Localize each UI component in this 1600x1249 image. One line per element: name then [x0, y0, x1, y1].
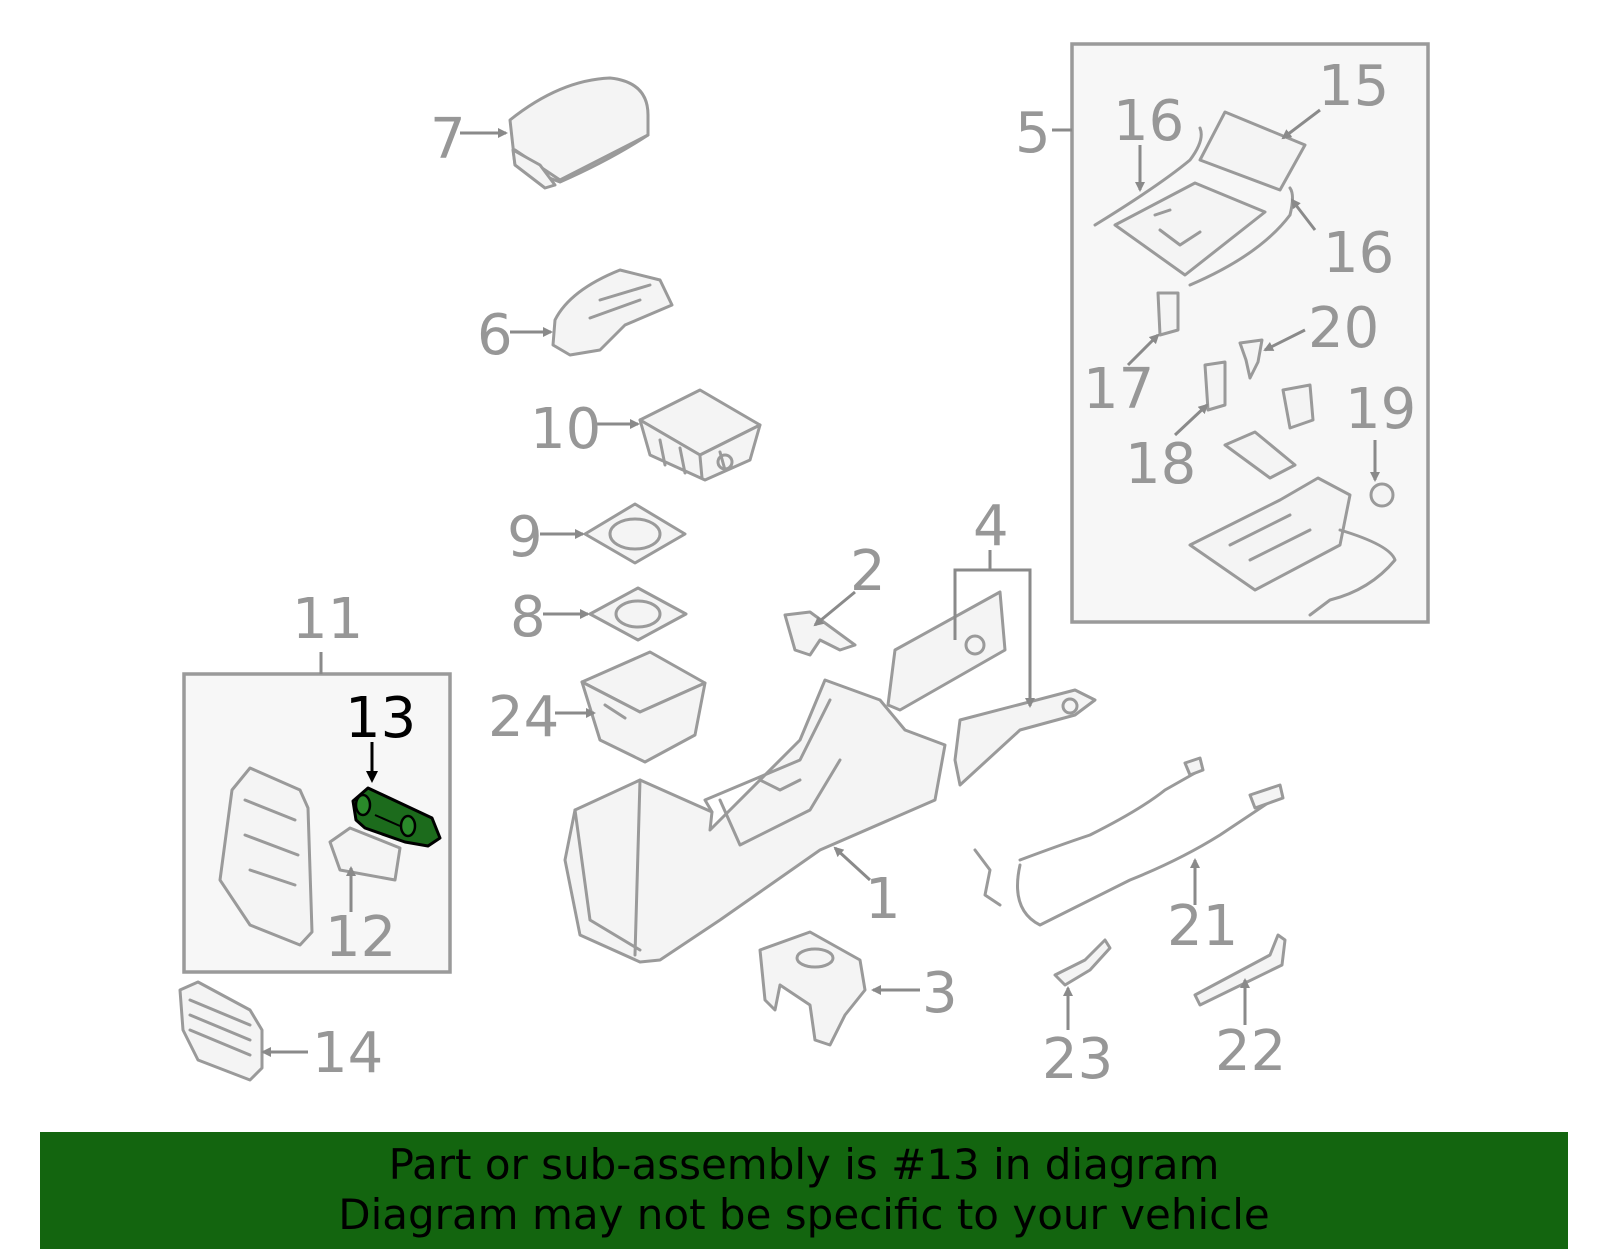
- part-14-panel[interactable]: [178, 980, 308, 1082]
- part-11-bezel[interactable]: [218, 766, 314, 947]
- part-4-side-panels[interactable]: [886, 550, 1097, 787]
- info-banner: Part or sub-assembly is #13 in diagram D…: [40, 1132, 1568, 1249]
- callout-12: 12: [325, 905, 396, 970]
- callout-9: 9: [507, 505, 543, 570]
- callout-6: 6: [477, 303, 513, 368]
- callout-8: 8: [510, 585, 546, 650]
- part-8-mat[interactable]: [543, 586, 688, 642]
- callout-16-top: 16: [1113, 89, 1184, 154]
- part-9-mat[interactable]: [540, 502, 687, 565]
- callout-1: 1: [865, 867, 901, 932]
- part-3-bracket[interactable]: [758, 930, 920, 1047]
- part-16-strip-left[interactable]: [1093, 126, 1203, 227]
- part-24-bin[interactable]: [555, 650, 707, 764]
- part-23-bracket[interactable]: [1053, 938, 1112, 1030]
- part-7-armrest-lid[interactable]: [460, 76, 650, 190]
- part-20-knob[interactable]: [1238, 328, 1306, 380]
- callout-4: 4: [973, 494, 1009, 559]
- part-21-wiring-harness[interactable]: [973, 756, 1285, 927]
- part-6-trim[interactable]: [510, 268, 674, 357]
- callout-20: 20: [1308, 296, 1379, 361]
- part-5-tray[interactable]: [1223, 430, 1297, 480]
- callout-22: 22: [1215, 1019, 1286, 1084]
- part-5-bezel[interactable]: [1113, 181, 1267, 277]
- callout-21: 21: [1167, 894, 1238, 959]
- part-19-outlet[interactable]: [1369, 440, 1395, 508]
- callout-15: 15: [1318, 54, 1389, 119]
- part-18-switch[interactable]: [1173, 360, 1227, 437]
- part-5-cup[interactable]: [1281, 383, 1315, 430]
- callout-10: 10: [530, 397, 601, 462]
- callout-7: 7: [430, 107, 466, 172]
- callout-23: 23: [1042, 1027, 1113, 1092]
- callout-11: 11: [292, 587, 363, 652]
- part-16-strip-right[interactable]: [1188, 186, 1317, 287]
- part-22-bracket[interactable]: [1193, 933, 1287, 1025]
- callout-19: 19: [1345, 377, 1416, 442]
- callout-2: 2: [850, 539, 886, 604]
- banner-line-1: Part or sub-assembly is #13 in diagram: [388, 1140, 1220, 1189]
- part-17-switch[interactable]: [1126, 291, 1180, 367]
- part-1-center-console[interactable]: [563, 678, 947, 964]
- part-15-trim[interactable]: [1198, 108, 1321, 192]
- part-12-panel[interactable]: [328, 826, 402, 912]
- callout-16-right: 16: [1323, 221, 1394, 286]
- part-10-tray[interactable]: [595, 388, 762, 482]
- callout-13: 13: [345, 686, 416, 751]
- callout-5: 5: [1015, 101, 1051, 166]
- part-5-base[interactable]: [1188, 476, 1397, 617]
- callout-3: 3: [922, 961, 958, 1026]
- part-2-bracket[interactable]: [783, 590, 857, 657]
- callout-18: 18: [1125, 432, 1196, 497]
- callout-24: 24: [488, 685, 559, 750]
- callout-17: 17: [1083, 357, 1154, 422]
- banner-line-2: Diagram may not be specific to your vehi…: [338, 1190, 1270, 1239]
- part-13-climate-control[interactable]: [351, 742, 442, 848]
- callout-14: 14: [312, 1021, 383, 1086]
